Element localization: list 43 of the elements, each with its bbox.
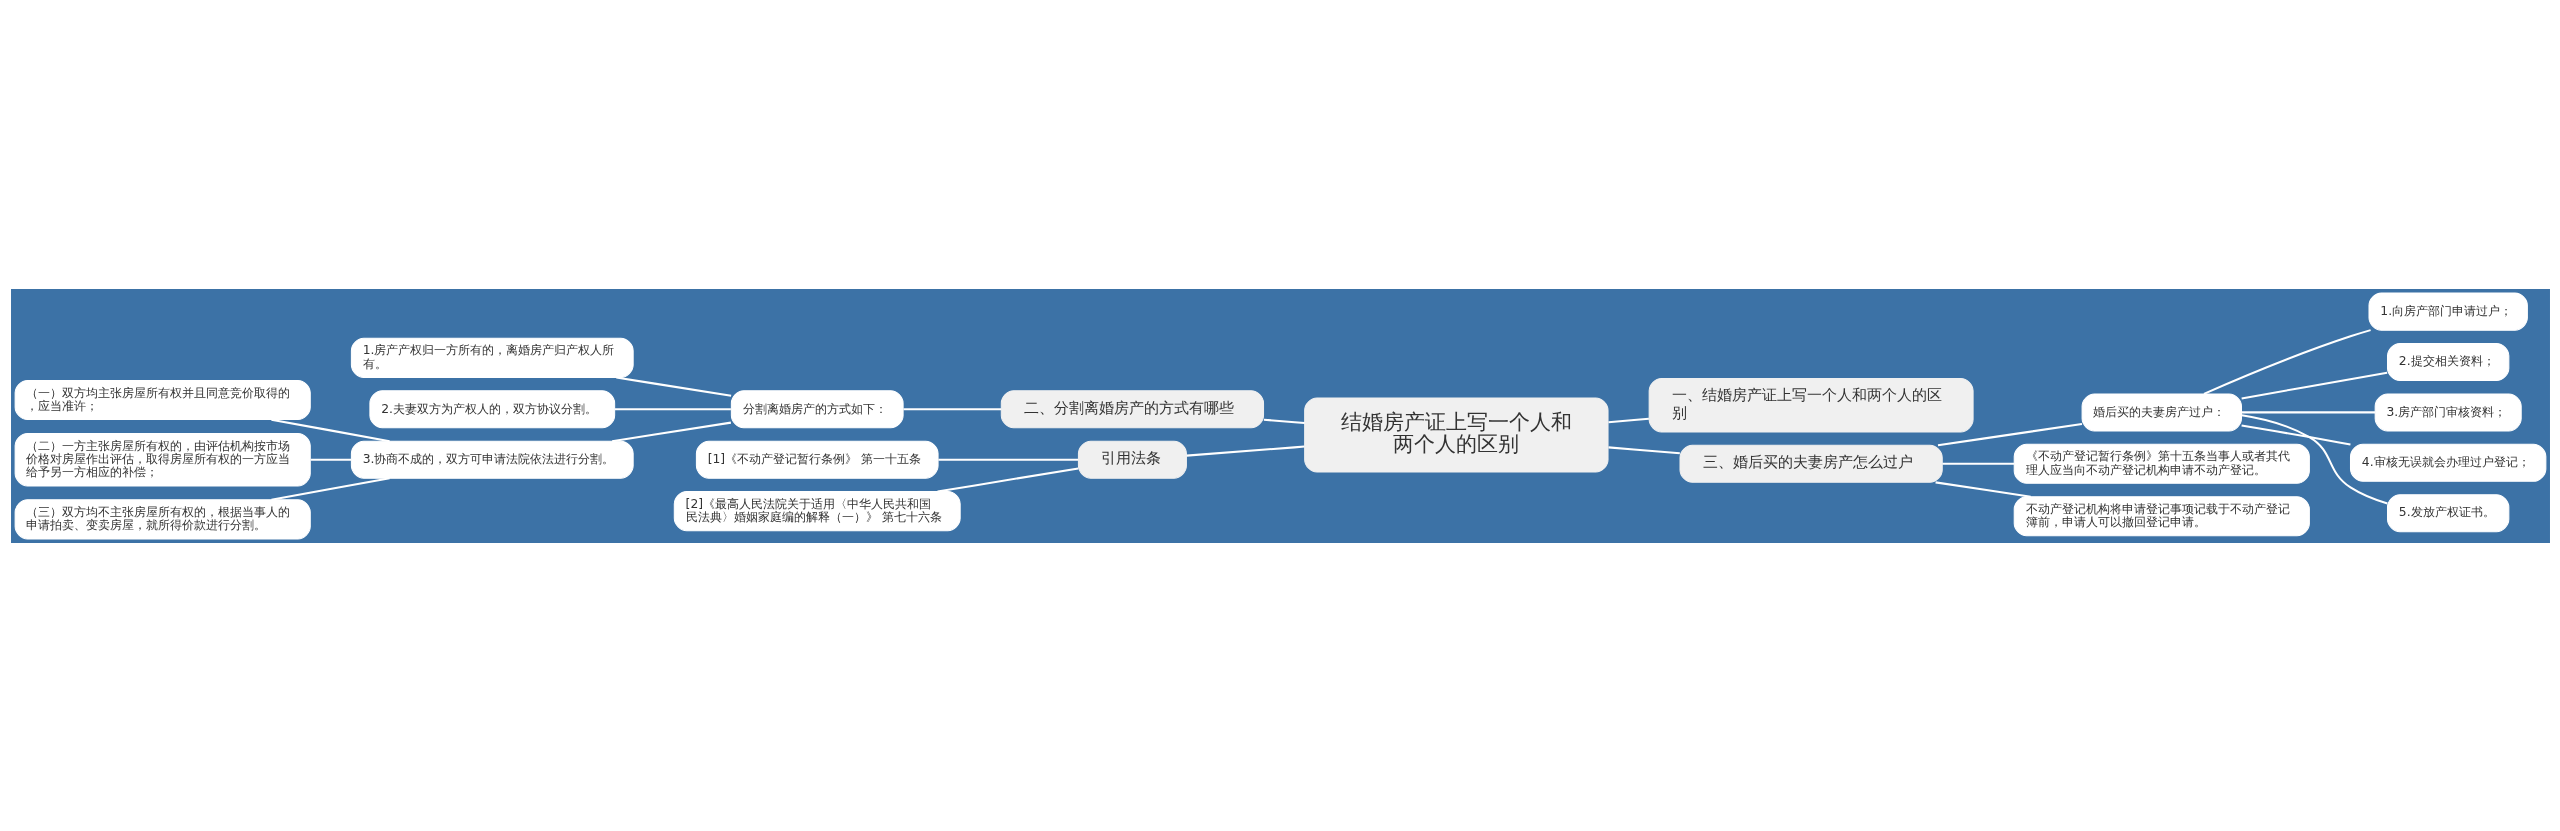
node-box: 不动产登记机构将申请登记事项记载于不动产登记簿前，申请人可以撤回登记申请。 <box>2013 495 2310 536</box>
node-box: [1]《不动产登记暂行条例》 第一十五条 <box>695 440 939 479</box>
connector <box>1941 462 2014 465</box>
connector <box>270 418 390 442</box>
connector <box>2240 423 2351 446</box>
node-box: 3.协商不成的，双方可申请法院依法进行分割。 <box>350 440 634 479</box>
node-box: 二、分割离婚房产的方式有哪些 <box>1000 389 1264 428</box>
connector <box>936 466 1078 493</box>
connector <box>902 407 1001 410</box>
node-box: 《不动产登记暂行条例》第十五条当事人或者其代理人应当向不动产登记机构申请不动产登记。 <box>2013 443 2310 484</box>
connector <box>2241 410 2375 413</box>
node-box: 5.发放产权证书。 <box>2386 493 2509 532</box>
node-box: 4.审核无误就会办理过户登记； <box>2349 443 2546 482</box>
connector <box>615 375 731 397</box>
connector <box>1186 445 1305 457</box>
connector <box>2240 371 2387 399</box>
node-box: （三）双方均不主张房屋所有权的，根据当事人的申请拍卖、变卖房屋，就所得价款进行分割。 <box>14 498 311 539</box>
node-box: 一、结婚房产证上写一个人和两个人的区别 <box>1648 377 1974 432</box>
node-box: 分割离婚房产的方式如下： <box>730 389 904 428</box>
connector <box>1607 445 1680 454</box>
connector <box>1607 417 1649 423</box>
connector <box>2203 328 2371 395</box>
node-box: 2.夫妻双方为产权人的，双方协议分割。 <box>368 389 615 428</box>
node-box: [2]《最高人民法院关于适用〈中华人民共和国民法典〉婚姻家庭编的解释（一）》 第七十六条 <box>673 490 961 531</box>
connector <box>270 476 390 501</box>
node-box: 3.房产部门审核资料； <box>2374 392 2522 431</box>
connector <box>310 458 351 461</box>
node-box: 婚后买的夫妻房产过户： <box>2081 392 2242 431</box>
node-box: 1.向房产部门申请过户； <box>2368 292 2528 331</box>
node-box: （一）双方均主张房屋所有权并且同意竞价取得的，应当准许； <box>14 379 311 420</box>
node-box: 结婚房产证上写一个人和两个人的区别 <box>1303 397 1609 473</box>
node-box: 1.房产产权归一方所有的，离婚房产归产权人所有。 <box>350 337 634 378</box>
connector <box>937 458 1078 461</box>
connector <box>1937 422 2082 446</box>
connector <box>614 407 731 410</box>
connector <box>611 421 731 442</box>
connector <box>1934 480 2031 498</box>
connector <box>1263 418 1305 424</box>
node-box: 2.提交相关资料； <box>2386 342 2509 381</box>
node-box: 三、婚后买的夫妻房产怎么过户 <box>1679 444 1943 483</box>
node-box: 引用法条 <box>1077 440 1187 479</box>
node-box: （二）一方主张房屋所有权的，由评估机构按市场价格对房屋作出评估，取得房屋所有权的一方应当给予另一方相应的补偿； <box>14 432 311 486</box>
connector <box>2241 413 2388 504</box>
